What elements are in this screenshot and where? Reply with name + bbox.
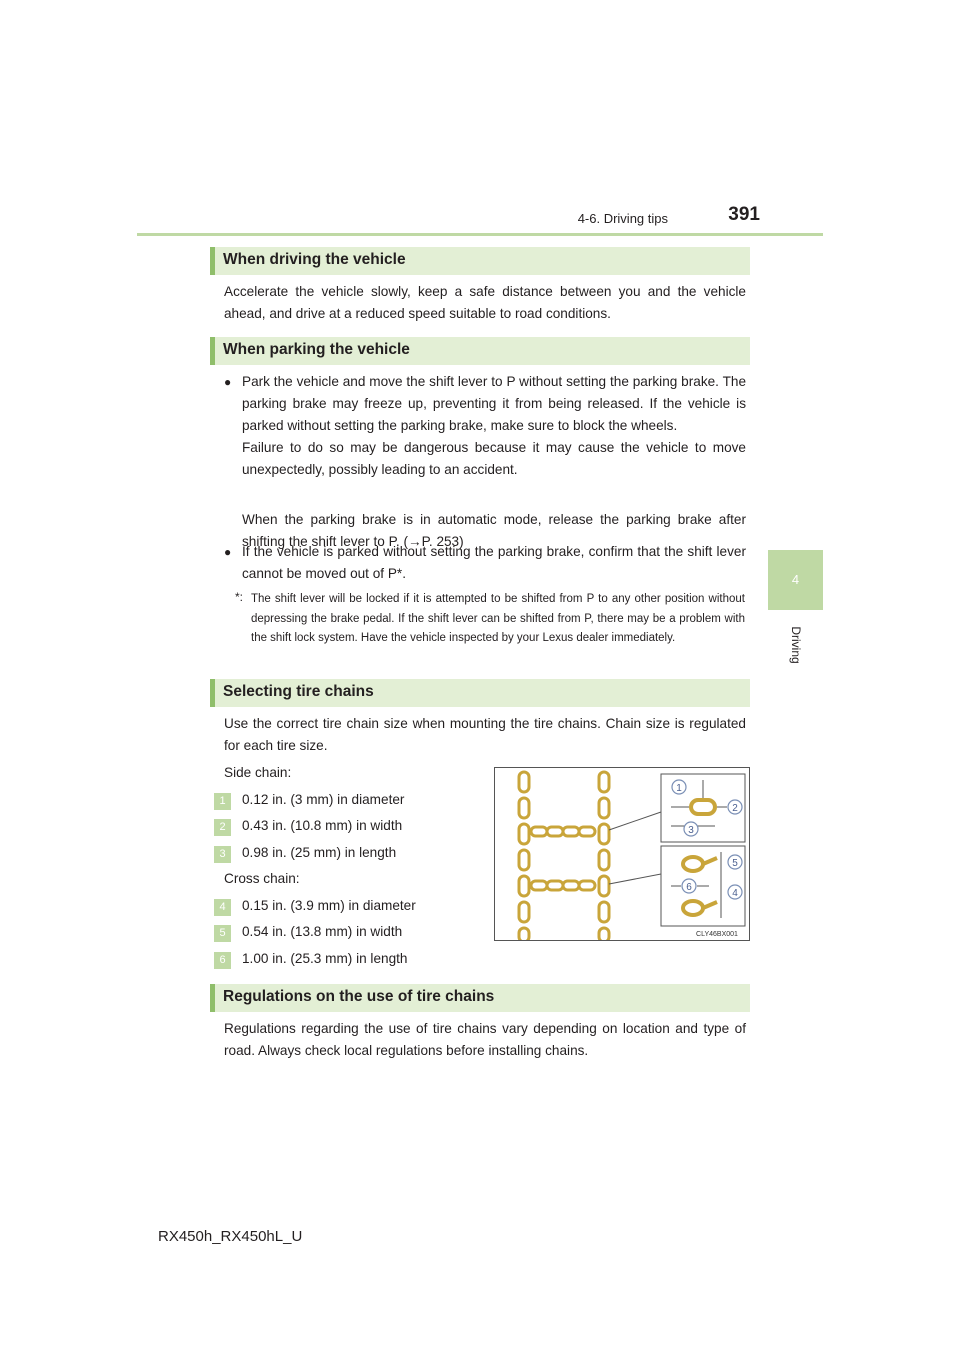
- spec-number-badge: 1: [214, 793, 231, 810]
- spec-item: 3 0.98 in. (25 mm) in length: [214, 845, 494, 863]
- spec-item: 1 0.12 in. (3 mm) in diameter: [214, 792, 494, 810]
- chapter-number: 4: [791, 572, 800, 587]
- parking-bullet-1-text-b: Failure to do so may be dangerous becaus…: [242, 440, 746, 477]
- spec-item: 4 0.15 in. (3.9 mm) in diameter: [214, 898, 494, 916]
- figure-code: CLY46BX001: [696, 931, 738, 938]
- heading-parking-text: When parking the vehicle: [223, 341, 410, 358]
- cross-chain-bottom: [529, 879, 597, 892]
- left-side-chain: [517, 770, 531, 944]
- spec-text: 0.15 in. (3.9 mm) in diameter: [242, 898, 416, 913]
- bullet-icon: ●: [224, 545, 232, 559]
- page-number: 391: [728, 204, 760, 225]
- parking-footnote-text: The shift lever will be locked if it is …: [251, 593, 745, 644]
- regulations-text: Regulations regarding the use of tire ch…: [224, 1021, 746, 1058]
- spec-number-badge: 3: [214, 846, 231, 863]
- svg-text:1: 1: [676, 783, 682, 794]
- svg-text:4: 4: [732, 888, 738, 899]
- side-chain-label: Side chain:: [224, 765, 292, 780]
- heading-regulations: Regulations on the use of tire chains: [210, 984, 750, 1012]
- right-side-chain: [597, 770, 611, 944]
- parking-bullet-2: ● If the vehicle is parked without setti…: [224, 541, 746, 585]
- heading-regulations-text: Regulations on the use of tire chains: [223, 988, 495, 1005]
- heading-chains: Selecting tire chains: [210, 679, 750, 707]
- spec-item: 2 0.43 in. (10.8 mm) in width: [214, 818, 494, 836]
- cross-chain-label: Cross chain:: [224, 871, 300, 886]
- spec-number-badge: 4: [214, 899, 231, 916]
- heading-parking: When parking the vehicle: [210, 337, 750, 365]
- spec-text: 0.98 in. (25 mm) in length: [242, 845, 397, 860]
- parking-bullet-2-text: If the vehicle is parked without setting…: [242, 544, 746, 581]
- chapter-label-text: Driving: [789, 626, 803, 664]
- heading-chains-text: Selecting tire chains: [223, 683, 374, 700]
- cross-chain-top: [529, 825, 597, 838]
- header-section-title: 4-6. Driving tips: [577, 211, 668, 226]
- spec-number-badge: 5: [214, 925, 231, 942]
- svg-text:2: 2: [732, 803, 738, 814]
- parking-bullet-1-text-a: Park the vehicle and move the shift leve…: [242, 374, 746, 433]
- spec-text: 0.54 in. (13.8 mm) in width: [242, 924, 403, 939]
- spec-item: 5 0.54 in. (13.8 mm) in width: [214, 924, 494, 942]
- parking-note: When the parking brake is in automatic m…: [224, 509, 746, 553]
- bullet-icon: ●: [224, 375, 232, 389]
- chains-text: Use the correct tire chain size when mou…: [224, 716, 746, 753]
- svg-text:3: 3: [688, 825, 694, 836]
- header-rule: [137, 233, 823, 236]
- driving-text: Accelerate the vehicle slowly, keep a sa…: [224, 284, 746, 321]
- chapter-tab: 4: [768, 550, 823, 610]
- spec-text: 0.12 in. (3 mm) in diameter: [242, 792, 405, 807]
- parking-bullet-1: ● Park the vehicle and move the shift le…: [224, 371, 746, 481]
- chapter-label: Driving: [786, 615, 806, 675]
- parking-footnote: *: The shift lever will be locked if it …: [235, 590, 745, 649]
- spec-item: 6 1.00 in. (25.3 mm) in length: [214, 951, 494, 969]
- svg-text:6: 6: [686, 882, 692, 893]
- svg-text:5: 5: [732, 858, 738, 869]
- spec-number-badge: 6: [214, 952, 231, 969]
- tire-chain-illustration: 1 2 3 4 5 6 CLY46BX001: [517, 770, 746, 944]
- parking-note-text: When the parking brake is in automatic m…: [242, 512, 746, 549]
- spec-text: 1.00 in. (25.3 mm) in length: [242, 951, 408, 966]
- spec-number-badge: 2: [214, 819, 231, 836]
- spec-text: 0.43 in. (10.8 mm) in width: [242, 818, 403, 833]
- tire-chain-figure: 1 2 3 4 5 6 CLY46BX001: [494, 767, 750, 944]
- footer-model: RX450h_RX450hL_U: [158, 1228, 303, 1245]
- heading-driving: When driving the vehicle: [210, 247, 750, 275]
- footnote-mark: *:: [235, 590, 244, 604]
- heading-driving-text: When driving the vehicle: [223, 251, 406, 268]
